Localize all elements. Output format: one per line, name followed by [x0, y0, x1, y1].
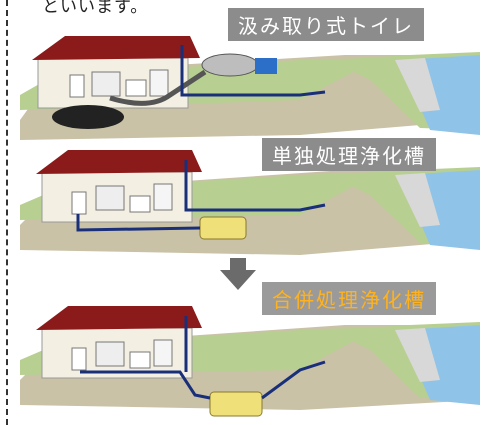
washer-fixture: [153, 339, 173, 367]
kitchen-fixture: [95, 341, 125, 367]
label-pit-toilet: 汲み取り式トイレ: [228, 8, 424, 41]
label-combined-tank: 合併処理浄化槽: [262, 282, 436, 315]
label-single-tank: 単独処理浄化槽: [262, 138, 436, 171]
embankment-wall: [395, 173, 440, 227]
toilet-pipe: [76, 214, 201, 232]
pit-tank: [52, 105, 124, 129]
house-roof: [32, 36, 200, 60]
vacuum-truck-cab: [255, 58, 277, 74]
house-roof: [36, 306, 202, 330]
vacuum-hose: [109, 69, 207, 106]
kitchen-fixture: [91, 71, 121, 97]
bath-fixture: [125, 79, 147, 97]
combined-septic-tank: [209, 391, 263, 417]
septic-tank: [199, 216, 247, 240]
washer-fixture: [149, 69, 169, 97]
outflow-pipe: [261, 360, 326, 400]
dashed-margin-line: [6, 0, 8, 425]
graywater-pipe: [184, 160, 326, 212]
house-roof: [36, 150, 202, 174]
panel-combined-tank: [20, 306, 480, 417]
washer-fixture: [153, 183, 173, 211]
bath-fixture: [129, 195, 151, 213]
toilet-fixture: [69, 74, 85, 98]
household-pipe: [80, 370, 211, 400]
toilet-fixture: [71, 191, 87, 215]
panel-single-tank: [20, 150, 480, 255]
kitchen-fixture: [95, 185, 125, 211]
vacuum-truck-tank: [201, 53, 259, 77]
down-arrow: [220, 258, 256, 290]
drain-pipe: [180, 45, 326, 97]
embankment-wall: [395, 328, 440, 382]
panel-pit-toilet: [20, 36, 480, 140]
embankment-wall: [395, 58, 440, 112]
intro-text-tail: といいます。: [42, 0, 149, 17]
bath-fixture: [129, 351, 151, 369]
toilet-fixture: [71, 347, 87, 371]
